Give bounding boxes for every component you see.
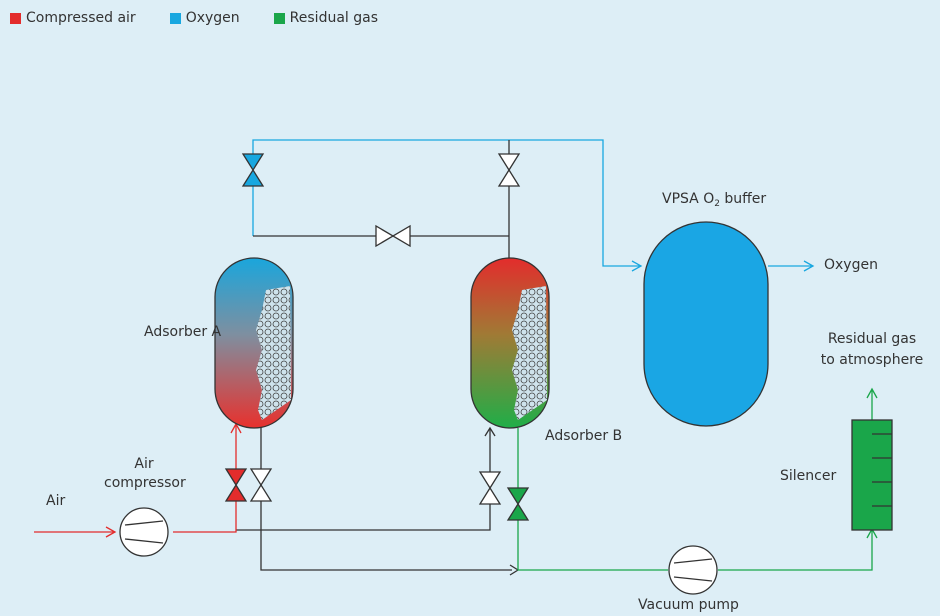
label-compressor-line2: compressor xyxy=(104,475,186,491)
label-oxygen-output: Oxygen xyxy=(824,257,878,273)
arrow-oxygen-in xyxy=(631,260,643,272)
legend-swatch-green xyxy=(273,12,285,24)
air-compressor xyxy=(119,507,169,557)
legend-swatch-red xyxy=(10,12,21,24)
legend-item-oxygen: Oxygen xyxy=(169,10,240,26)
legend-item-residual-gas: Residual gas xyxy=(273,10,379,26)
valve-vent-b xyxy=(506,487,530,521)
label-compressor-line1: Air xyxy=(134,456,154,472)
arrow-to-atmosphere xyxy=(866,387,878,399)
valve-air-a xyxy=(224,468,248,502)
label-oxygen-buffer: VPSA O2 buffer xyxy=(662,191,766,209)
valve-vent-a xyxy=(249,468,273,502)
arrow-oxygen-out xyxy=(803,260,815,272)
legend: Compressed air Oxygen Residual gas xyxy=(10,10,412,26)
valve-oxygen-a xyxy=(241,153,265,187)
label-adsorber-a: Adsorber A xyxy=(144,324,222,340)
label-silencer: Silencer xyxy=(780,468,837,484)
legend-swatch-blue xyxy=(169,12,181,24)
label-residual-line1: Residual gas xyxy=(827,331,917,347)
adsorber-a xyxy=(214,257,294,429)
label-vacuum-pump: Vacuum pump xyxy=(638,597,739,613)
valve-equalization xyxy=(375,224,411,248)
valve-air-b xyxy=(478,471,502,505)
legend-label: Oxygen xyxy=(185,10,240,26)
air-lines xyxy=(34,425,237,533)
adsorber-b xyxy=(470,257,550,429)
label-buffer-sub: 2 xyxy=(714,199,720,209)
legend-label: Compressed air xyxy=(26,10,136,26)
label-buffer-prefix: VPSA O xyxy=(662,191,715,207)
label-adsorber-b: Adsorber B xyxy=(545,428,623,444)
residual-lines xyxy=(517,390,873,571)
silencer xyxy=(851,419,893,531)
valve-oxygen-b xyxy=(497,153,521,187)
legend-item-compressed-air: Compressed air xyxy=(10,10,136,26)
oxygen-buffer-tank xyxy=(643,221,769,427)
vacuum-pump xyxy=(668,545,718,595)
arrow-up-b xyxy=(484,426,496,437)
label-residual-line2: to atmosphere xyxy=(820,352,924,368)
label-residual-gas: Residual gas to atmosphere xyxy=(812,331,932,368)
label-air-compressor: Air compressor xyxy=(104,456,186,491)
label-buffer-suffix: buffer xyxy=(719,191,767,207)
legend-label: Residual gas xyxy=(289,10,379,26)
label-air: Air xyxy=(46,493,66,509)
arrow-air-in xyxy=(105,526,117,538)
